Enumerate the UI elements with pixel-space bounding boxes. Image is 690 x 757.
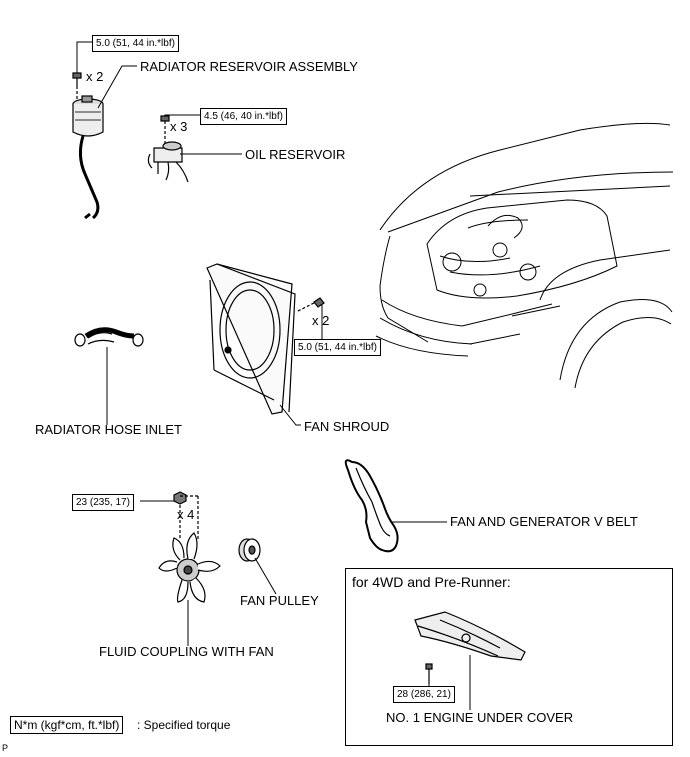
qty-oil-reservoir-bolts: x 3 — [170, 119, 188, 134]
label-radiator-hose-inlet: RADIATOR HOSE INLET — [35, 422, 182, 437]
legend-description: : Specified torque — [137, 718, 231, 732]
label-fluid-coupling: FLUID COUPLING WITH FAN — [99, 644, 274, 659]
qty-coupling-nuts: x 4 — [177, 507, 195, 522]
qty-reservoir-bolts: x 2 — [86, 69, 104, 84]
corner-mark: P — [2, 743, 9, 753]
inset-panel-4wd — [345, 568, 673, 746]
torque-oil-reservoir-bolt: 4.5 (46, 40 in.*lbf) — [200, 108, 287, 125]
fluid-coupling-drawing — [158, 491, 221, 603]
label-oil-reservoir: OIL RESERVOIR — [245, 147, 346, 162]
torque-shroud-bolt: 5.0 (51, 44 in.*lbf) — [294, 339, 381, 356]
legend-unit-box: N*m (kgf*cm, ft.*lbf) — [10, 716, 124, 734]
label-fan-pulley: FAN PULLEY — [240, 593, 319, 608]
vehicle-front-drawing — [375, 122, 674, 389]
radiator-reservoir-drawing — [72, 72, 104, 220]
torque-under-cover-bolt: 28 (286, 21) — [393, 686, 455, 703]
v-belt-drawing — [344, 459, 399, 553]
label-fan-shroud: FAN SHROUD — [304, 419, 390, 434]
fan-shroud-drawing — [206, 263, 325, 415]
torque-reservoir-bolt: 5.0 (51, 44 in.*lbf) — [92, 35, 179, 52]
inset-title: for 4WD and Pre-Runner: — [352, 574, 511, 590]
label-radiator-reservoir: RADIATOR RESERVOIR ASSEMBLY — [140, 59, 358, 74]
qty-shroud-bolts: x 2 — [312, 313, 330, 328]
oil-reservoir-drawing — [147, 115, 189, 183]
label-fan-generator-belt: FAN AND GENERATOR V BELT — [450, 514, 638, 529]
torque-coupling-nut: 23 (235, 17) — [72, 494, 134, 511]
radiator-hose-inlet-drawing — [74, 327, 144, 347]
label-engine-under-cover: NO. 1 ENGINE UNDER COVER — [386, 710, 574, 725]
fan-pulley-drawing — [238, 538, 261, 562]
engine-under-cover-drawing — [414, 611, 526, 684]
